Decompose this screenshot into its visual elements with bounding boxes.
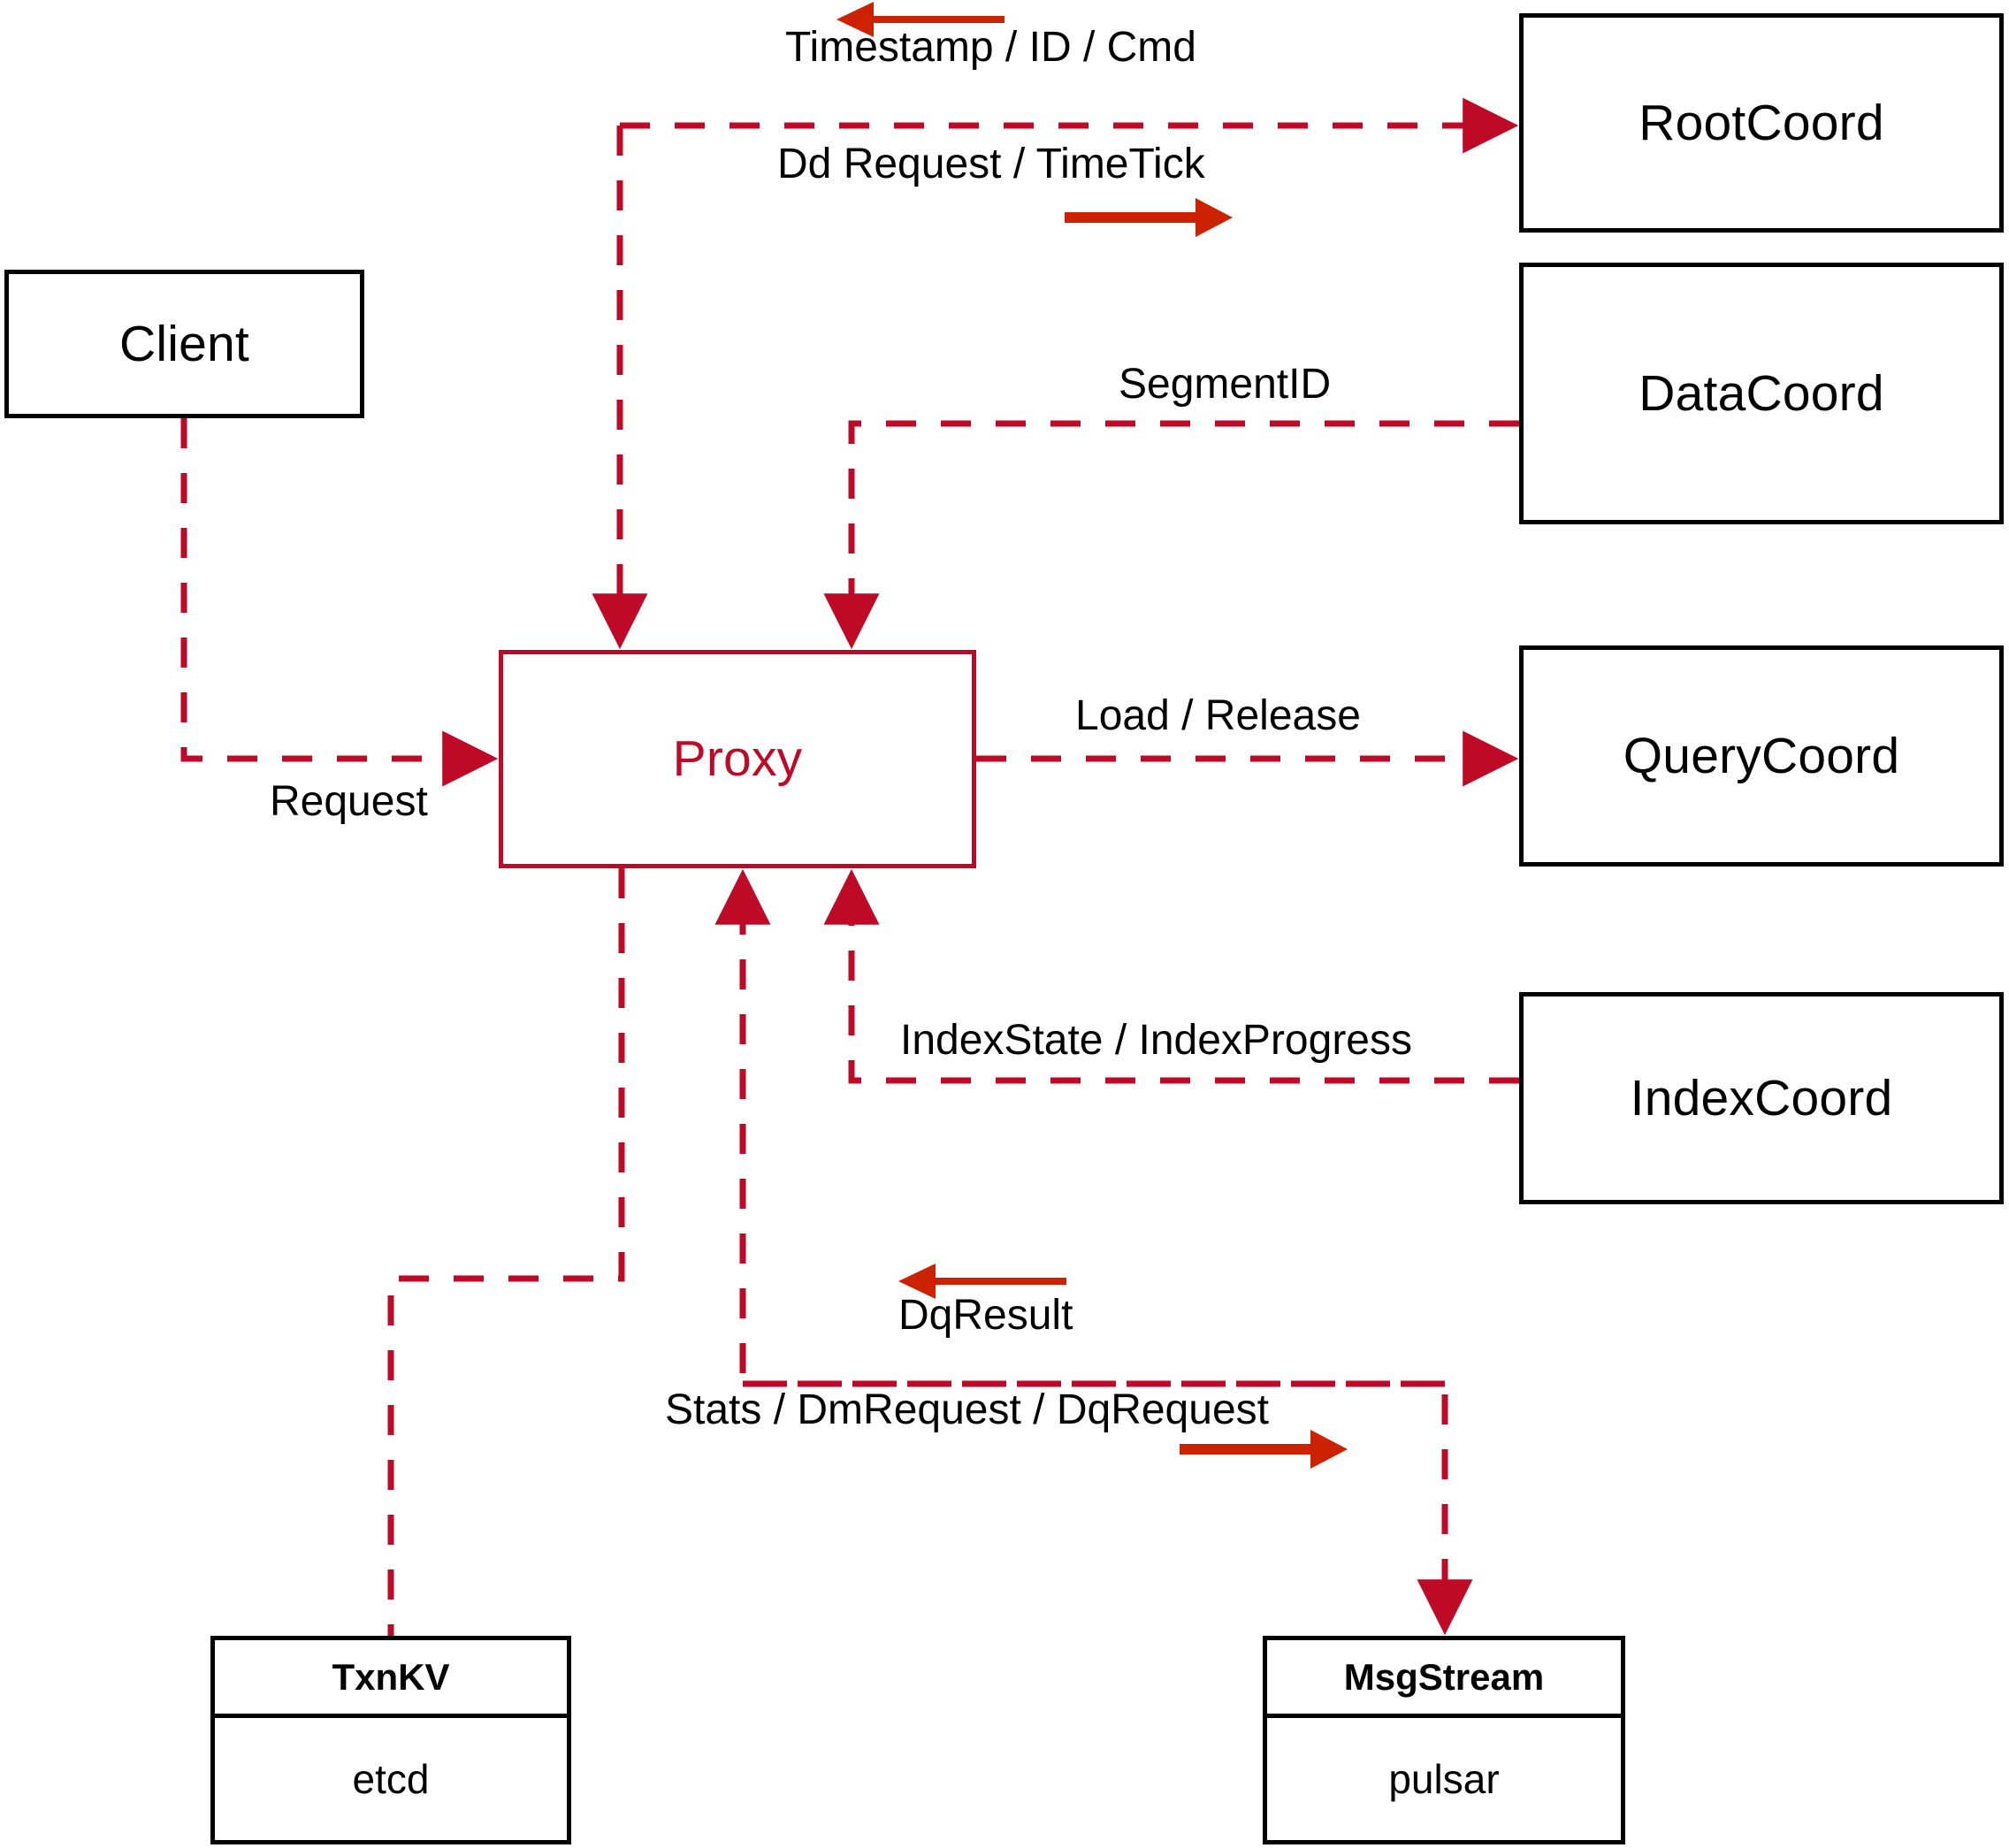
node-proxy[interactable]: Proxy bbox=[499, 650, 976, 868]
node-data-coord-label: DataCoord bbox=[1639, 364, 1884, 422]
node-msgstream[interactable]: MsgStream pulsar bbox=[1263, 1636, 1625, 1844]
node-query-coord-label: QueryCoord bbox=[1623, 727, 1900, 784]
edge-txnkv-link bbox=[387, 868, 625, 1636]
marker-ddrequest-right-icon bbox=[1065, 198, 1233, 237]
marker-dqrequest-right-icon bbox=[1180, 1430, 1348, 1469]
edge-label-ddrequest: Dd Request / TimeTick bbox=[777, 141, 1205, 187]
node-client-label: Client bbox=[119, 315, 249, 372]
edge-indexcoord-state bbox=[823, 868, 1519, 1084]
edge-datacoord-segmentid bbox=[823, 420, 1519, 650]
node-query-coord[interactable]: QueryCoord bbox=[1519, 645, 2004, 867]
edge-label-segmentid: SegmentID bbox=[1119, 361, 1332, 408]
node-index-coord[interactable]: IndexCoord bbox=[1519, 992, 2004, 1204]
node-index-coord-label: IndexCoord bbox=[1630, 1069, 1893, 1126]
node-client[interactable]: Client bbox=[4, 270, 364, 418]
node-txnkv-title: TxnKV bbox=[215, 1640, 567, 1718]
edge-client-request bbox=[180, 418, 499, 787]
marker-dqresult-left-icon bbox=[898, 1264, 1066, 1299]
edge-label-dqrequest: Stats / DmRequest / DqRequest bbox=[665, 1386, 1269, 1433]
node-txnkv-impl: etcd bbox=[352, 1756, 430, 1802]
node-data-coord[interactable]: DataCoord bbox=[1519, 263, 2004, 524]
edge-label-request: Request bbox=[270, 778, 428, 825]
node-msgstream-title: MsgStream bbox=[1267, 1640, 1621, 1718]
edge-msgstream-request bbox=[743, 1380, 1473, 1636]
node-proxy-label: Proxy bbox=[672, 730, 803, 788]
marker-timestamp-left-icon bbox=[836, 2, 1004, 37]
edge-msgstream-result bbox=[714, 868, 1445, 1387]
node-root-coord[interactable]: RootCoord bbox=[1519, 13, 2004, 233]
node-txnkv[interactable]: TxnKV etcd bbox=[210, 1636, 571, 1844]
edge-label-indexstate: IndexState / IndexProgress bbox=[900, 1017, 1412, 1064]
node-msgstream-impl: pulsar bbox=[1388, 1756, 1500, 1802]
edge-label-dqresult: DqResult bbox=[898, 1292, 1073, 1339]
edge-label-timestamp: Timestamp / ID / Cmd bbox=[785, 24, 1196, 71]
edge-label-load-release: Load / Release bbox=[1075, 692, 1361, 739]
node-root-coord-label: RootCoord bbox=[1639, 94, 1884, 151]
